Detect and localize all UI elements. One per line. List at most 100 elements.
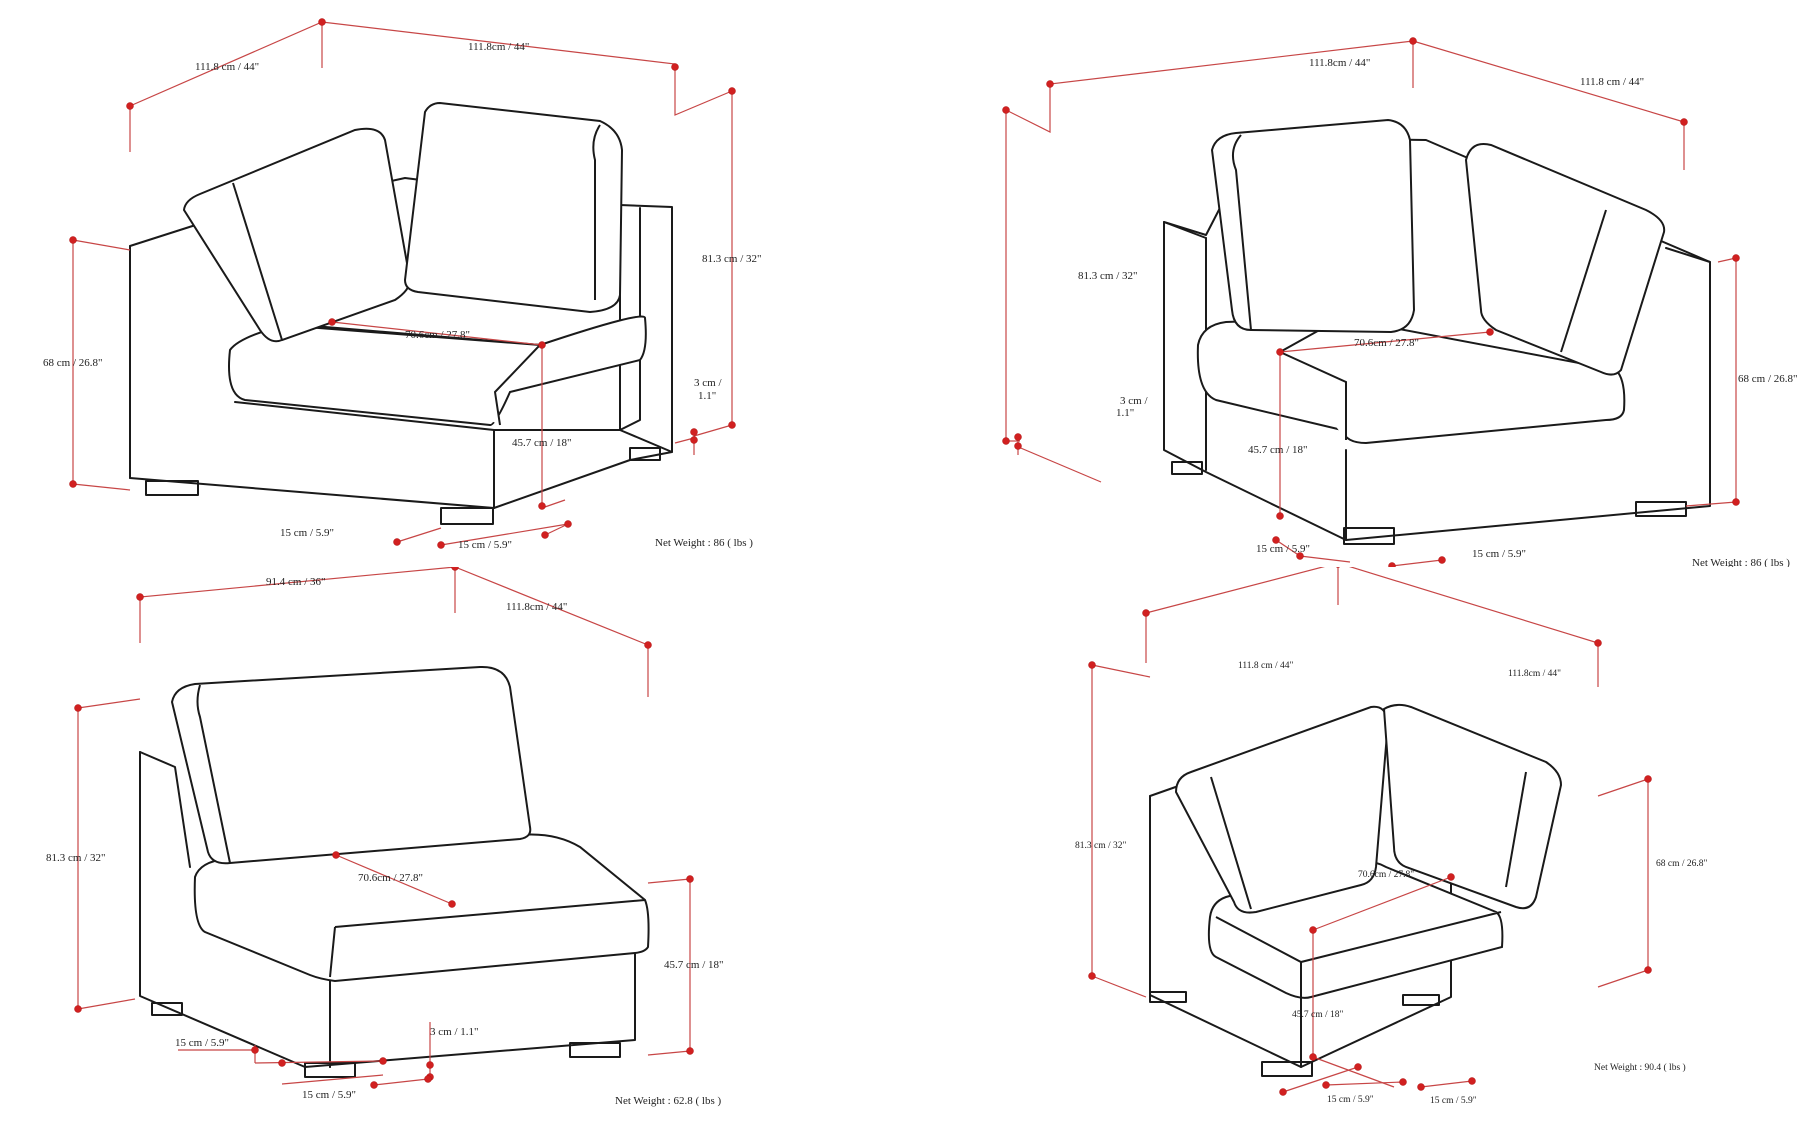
dim-point (1002, 437, 1010, 445)
clearance-label: 3 cm / 1.1" (430, 1026, 479, 1038)
corner-chair-drawing: 111.8 cm / 44" 111.8cm / 44" 81.3 cm / 3… (1075, 567, 1707, 1106)
dim-point (1322, 1081, 1330, 1089)
seat-height-label: 45.7 cm / 18" (1292, 1010, 1343, 1020)
dim-point (1644, 966, 1652, 974)
seat-height-label: 45.7 cm / 18" (1248, 444, 1308, 456)
dim-point (690, 428, 698, 436)
seat-depth-label: 70.6cm / 27.8" (1358, 870, 1414, 880)
leg-label-a: 15 cm / 5.9" (1256, 543, 1310, 555)
leg-label-b: 15 cm / 5.9" (1430, 1096, 1477, 1106)
clearance-label-b: 1.1" (1116, 407, 1134, 419)
dim-point (69, 480, 77, 488)
arm-height-label: 68 cm / 26.8" (1738, 373, 1798, 385)
leg-label-a: 15 cm / 5.9" (1327, 1095, 1374, 1105)
armless-chair-drawing: 91.4 cm / 36" 111.8cm / 44" 81.3 cm / 32… (46, 567, 724, 1107)
dim-point (1002, 106, 1010, 114)
dim-point (278, 1059, 286, 1067)
arm-height-label: 68 cm / 26.8" (1656, 859, 1707, 869)
seat-depth-label: 70.6cm / 27.8" (1354, 337, 1419, 349)
dim-point (728, 87, 736, 95)
dim-point (370, 1081, 378, 1089)
dim-point (318, 18, 326, 26)
dim-point (1014, 433, 1022, 441)
dim-point (1276, 348, 1284, 356)
height-label: 81.3 cm / 32" (1075, 841, 1126, 851)
view-arm-chair-right: 111.8 cm / 44" 111.8cm / 44" 81.3 cm / 3… (0, 0, 905, 567)
dimension-points (69, 18, 736, 549)
net-weight: Net Weight : 86 ( lbs ) (655, 537, 753, 549)
dim-point (426, 1061, 434, 1069)
arm-chair-right-drawing: 111.8 cm / 44" 111.8cm / 44" 81.3 cm / 3… (43, 18, 762, 551)
dim-point (564, 520, 572, 528)
dim-point (1417, 1083, 1425, 1091)
dim-point (251, 1046, 259, 1054)
dim-point (1438, 556, 1446, 564)
dim-point (1409, 37, 1417, 45)
back-cushion-center (403, 101, 624, 314)
seat-cushion (228, 315, 647, 426)
net-weight: Net Weight : 90.4 ( lbs ) (1594, 1062, 1686, 1073)
dim-point (1088, 972, 1096, 980)
clearance-label-b: 1.1" (698, 390, 716, 402)
dim-point (1354, 1063, 1362, 1071)
width-label-a: 111.8 cm / 44" (195, 61, 259, 73)
leg-label-b: 15 cm / 5.9" (1472, 548, 1526, 560)
dim-point (332, 851, 340, 859)
width-label-a: 91.4 cm / 36" (266, 576, 326, 588)
dim-point (686, 875, 694, 883)
dim-point (437, 541, 445, 549)
dim-point (448, 900, 456, 908)
dim-point (1296, 552, 1304, 560)
dim-point (1680, 118, 1688, 126)
dim-point (671, 63, 679, 71)
back-cushion (170, 665, 532, 865)
leg-label-b: 15 cm / 5.9" (458, 539, 512, 551)
dim-point (1309, 1053, 1317, 1061)
dim-point (1272, 536, 1280, 544)
dim-point (644, 641, 652, 649)
dimension-lines (1091, 567, 1649, 1093)
dim-point (1468, 1077, 1476, 1085)
dim-point (1732, 254, 1740, 262)
back-cushion-left (182, 127, 412, 343)
arm-chair-left-drawing: 111.8cm / 44" 111.8 cm / 44" 81.3 cm / 3… (1002, 37, 1798, 567)
dim-point (1335, 567, 1341, 568)
leg-label-a: 15 cm / 5.9" (280, 527, 334, 539)
dim-point (728, 421, 736, 429)
leg-label-b: 15 cm / 5.9" (302, 1089, 356, 1101)
dim-point (538, 341, 546, 349)
dim-point (1309, 926, 1317, 934)
width-label-b: 111.8cm / 44" (506, 601, 567, 613)
dim-point (136, 593, 144, 601)
dimension-lines (1005, 40, 1737, 567)
dim-point (424, 1075, 432, 1083)
view-arm-chair-left: 111.8cm / 44" 111.8 cm / 44" 81.3 cm / 3… (906, 0, 1811, 567)
clearance-label-a: 3 cm / (1120, 395, 1148, 407)
height-label: 81.3 cm / 32" (702, 253, 762, 265)
width-label-b: 111.8 cm / 44" (1580, 76, 1644, 88)
dim-point (541, 531, 549, 539)
dim-point (686, 1047, 694, 1055)
dimension-points (74, 567, 694, 1089)
net-weight: Net Weight : 62.8 ( lbs ) (615, 1095, 721, 1107)
seat-depth-label: 70.6cm / 27.8" (358, 872, 423, 884)
dim-point (1594, 639, 1602, 647)
seat-depth-label: 70.6cm / 27.8" (405, 329, 470, 341)
height-label: 81.3 cm / 32" (46, 852, 106, 864)
dimension-labels: 111.8cm / 44" 111.8 cm / 44" 81.3 cm / 3… (1078, 57, 1798, 567)
dimension-points (1088, 567, 1652, 1096)
dim-point (1644, 775, 1652, 783)
view-armless-chair: 91.4 cm / 36" 111.8cm / 44" 81.3 cm / 32… (0, 567, 905, 1134)
seat-cushion (193, 833, 650, 983)
dim-point (379, 1057, 387, 1065)
dim-point (1088, 661, 1096, 669)
dim-point (1276, 512, 1284, 520)
leg-label-a: 15 cm / 5.9" (175, 1037, 229, 1049)
back-cushion-left (1174, 705, 1390, 914)
back-cushion-left (1210, 118, 1416, 334)
dimension-points (1002, 37, 1740, 567)
dim-point (1014, 442, 1022, 450)
dim-point (328, 318, 336, 326)
dim-point (538, 502, 546, 510)
